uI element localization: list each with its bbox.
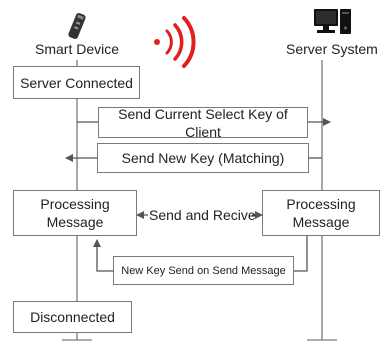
send-and-receive-label: Send and Recive	[149, 207, 256, 223]
processing-left-line1: Processing	[40, 196, 110, 212]
disconnected-box: Disconnected	[13, 301, 132, 333]
send-current-key-box: Send Current Select Key of Client	[98, 105, 308, 140]
disconnected-text: Disconnected	[30, 309, 115, 325]
send-new-key-box: Send New Key (Matching)	[97, 143, 309, 173]
server-connected-box: Server Connected	[13, 66, 140, 99]
new-key-loop-left	[93, 239, 113, 272]
processing-message-left-box: Processing Message	[13, 190, 137, 236]
wireless-signal-icon	[154, 16, 196, 68]
server-connected-text: Server Connected	[20, 74, 133, 91]
processing-message-right-box: Processing Message	[262, 190, 380, 236]
server-label: Server System	[286, 41, 378, 57]
processing-right-line1: Processing	[286, 196, 356, 212]
remote-control-icon	[68, 12, 86, 40]
new-key-send-text: New Key Send on Send Message	[121, 264, 286, 277]
send-new-key-text: Send New Key (Matching)	[121, 150, 285, 166]
desktop-computer-icon	[314, 9, 351, 34]
new-key-send-box: New Key Send on Send Message	[113, 256, 294, 285]
processing-right-line2: Message	[292, 214, 350, 230]
send-current-key-text: Send Current Select Key of Client	[118, 105, 288, 140]
processing-left-line2: Message	[46, 214, 104, 230]
device-label: Smart Device	[35, 41, 120, 57]
new-key-loop-right	[294, 236, 308, 272]
